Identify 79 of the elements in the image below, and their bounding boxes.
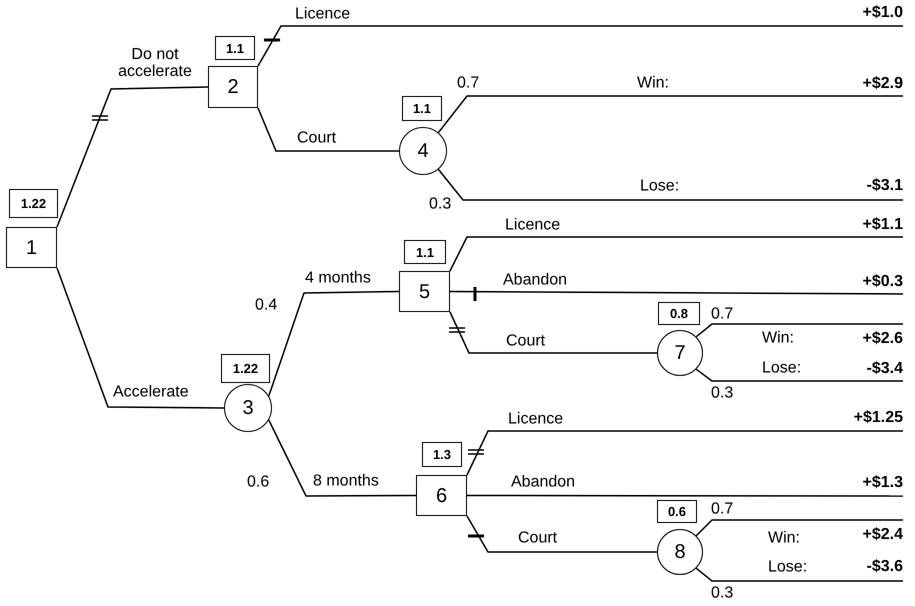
expected-value-box: 1.22 xyxy=(9,189,58,218)
branch-line xyxy=(696,368,903,382)
payoff-value: +$0.3 xyxy=(833,273,903,294)
branch-line xyxy=(56,86,208,228)
branch-label: Abandon xyxy=(511,474,576,492)
branch-line xyxy=(467,494,903,497)
branch-label: Lose: xyxy=(768,560,808,576)
branch-label: Win: xyxy=(762,330,794,348)
branch-line xyxy=(696,568,903,582)
payoff-value: +$1.0 xyxy=(833,4,903,26)
branch-line xyxy=(449,236,903,272)
branch-label: Accelerate xyxy=(113,384,189,402)
payoff-value: +$1.1 xyxy=(833,216,903,237)
expected-value-box: 1.1 xyxy=(404,240,446,264)
branch-label: Licence xyxy=(295,6,350,24)
branch-label: 8 months xyxy=(313,474,379,490)
payoff-value: +$2.9 xyxy=(833,75,903,96)
node-number: 2 xyxy=(227,77,239,97)
branch-line xyxy=(438,168,903,201)
decision-node-box xyxy=(6,227,57,268)
expected-value-box: 1.1 xyxy=(215,36,255,60)
payoff-value: +$1.25 xyxy=(833,409,903,431)
branch-line xyxy=(257,25,903,66)
chance-node-circle xyxy=(657,529,703,575)
probability-label: 0.3 xyxy=(711,386,734,402)
branch-label: 4 months xyxy=(305,270,371,288)
branch-line xyxy=(56,268,224,409)
expected-value-box: 1.22 xyxy=(221,354,270,383)
branch-label: Court xyxy=(506,334,546,350)
expected-value-box: 1.1 xyxy=(402,96,442,121)
branch-label: Licence xyxy=(508,412,564,428)
branch-line xyxy=(466,516,657,553)
probability-label: 0.7 xyxy=(711,502,734,518)
probability-label: 0.7 xyxy=(457,76,480,92)
probability-label: 0.3 xyxy=(711,586,734,602)
branch-label: Win: xyxy=(637,76,669,92)
branch-label: Court xyxy=(297,130,336,148)
node-number: 8 xyxy=(674,542,686,562)
payoff-value: -$3.1 xyxy=(833,177,903,200)
chance-node-circle xyxy=(224,384,272,432)
decision-node-box xyxy=(399,271,450,312)
decision-node-box xyxy=(416,475,467,516)
node-number: 7 xyxy=(674,343,686,363)
probability-label: 0.4 xyxy=(255,298,278,314)
node-number: 1 xyxy=(26,238,38,258)
branch-label: Win: xyxy=(768,530,800,548)
payoff-value: +$2.6 xyxy=(833,324,903,348)
branch-line xyxy=(268,290,400,396)
branch-line xyxy=(438,95,903,134)
branch-label: Lose: xyxy=(762,360,802,378)
branch-line xyxy=(268,420,416,497)
chance-node-circle xyxy=(399,127,447,175)
branch-label: Do not accelerate xyxy=(117,47,193,81)
branch-line xyxy=(466,430,903,476)
node-number: 3 xyxy=(242,398,254,418)
branch-label: Abandon xyxy=(503,272,568,290)
branch-line xyxy=(450,290,903,295)
decision-node-box xyxy=(208,66,258,108)
payoff-value: +$1.3 xyxy=(833,474,903,496)
branch-line xyxy=(257,108,399,152)
payoff-value: -$3.4 xyxy=(833,360,903,381)
payoff-value: -$3.6 xyxy=(833,558,903,581)
node-number: 6 xyxy=(436,486,448,506)
node-number: 4 xyxy=(417,141,429,161)
expected-value-box: 0.6 xyxy=(657,500,697,523)
probability-label: 0.7 xyxy=(711,306,734,324)
branch-line xyxy=(696,323,903,338)
branch-line xyxy=(696,519,903,536)
probability-label: 0.6 xyxy=(247,474,270,492)
branch-label: Lose: xyxy=(640,178,680,196)
payoff-value: +$2.4 xyxy=(833,520,903,544)
chance-node-circle xyxy=(657,330,703,376)
branch-label: Court xyxy=(518,530,558,548)
node-number: 5 xyxy=(418,282,430,302)
probability-label: 0.3 xyxy=(429,196,452,214)
expected-value-box: 1.3 xyxy=(422,442,462,467)
branch-line xyxy=(449,312,657,354)
branch-label: Licence xyxy=(505,218,560,234)
expected-value-box: 0.8 xyxy=(658,302,700,325)
